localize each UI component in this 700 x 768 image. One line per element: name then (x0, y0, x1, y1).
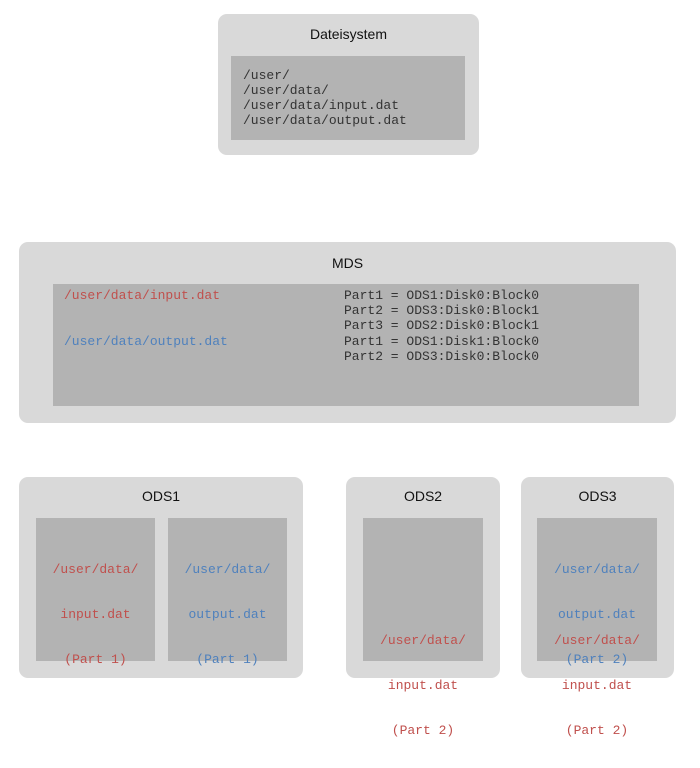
dateisystem-panel: Dateisystem /user/ /user/data/ /user/dat… (218, 14, 479, 155)
file-part: (Part 2) (565, 652, 629, 667)
file-part: (Part 2) (565, 723, 629, 738)
file-path: /user/data/ (380, 633, 466, 648)
ods3-panel: ODS3 /user/data/ output.dat (Part 2) /us… (521, 477, 674, 738)
file-path: /user/data/ (554, 633, 640, 648)
path-item: /user/data/ (243, 83, 329, 98)
mds-title: MDS (331, 255, 364, 271)
file-name: input.dat (561, 678, 633, 693)
ods2-panel: ODS2 /user/data/ input.dat (Part 2) (346, 477, 500, 738)
mds-part-entry: Part1 = ODS1:Disk1:Block0 (344, 334, 540, 349)
dateisystem-title: Dateisystem (309, 26, 388, 42)
file-name: input.dat (60, 607, 131, 622)
mds-panel: MDS /user/data/input.dat Part1 = ODS1:Di… (19, 242, 676, 423)
ods3-block0-file-label: /user/data/ output.dat (Part 2) (537, 532, 657, 697)
dateisystem-path-list: /user/ /user/data/ /user/data/input.dat … (231, 56, 465, 140)
ods1-panel: ODS1 /user/data/ input.dat (Part 1) /use… (19, 477, 303, 678)
ods3-title: ODS3 (578, 488, 617, 504)
ods2-disk0-file-label: /user/data/ input.dat (Part 2) (363, 603, 483, 768)
file-part: (Part 2) (391, 723, 455, 738)
file-path: /user/data/ (184, 562, 271, 577)
ods2-title: ODS2 (403, 488, 443, 504)
file-name: output.dat (188, 607, 267, 622)
ods1-title: ODS1 (141, 488, 181, 504)
file-part: (Part 1) (196, 652, 259, 667)
mds-metadata-table: /user/data/input.dat Part1 = ODS1:Disk0:… (53, 284, 639, 406)
mds-file-input: /user/data/input.dat (64, 288, 221, 303)
ods2-disk0: /user/data/ input.dat (Part 2) (363, 518, 483, 738)
mds-part-entry: Part2 = ODS3:Disk0:Block1 (344, 303, 540, 318)
ods1-disk0: /user/data/ input.dat (Part 1) (36, 518, 155, 667)
mds-part-entry: Part1 = ODS1:Disk0:Block0 (344, 288, 540, 303)
file-name: input.dat (387, 678, 459, 693)
file-path: /user/data/ (52, 562, 139, 577)
ods3-disk0: /user/data/ output.dat (Part 2) /user/da… (537, 518, 657, 738)
path-item: /user/data/input.dat (243, 98, 400, 113)
mds-file-output: /user/data/output.dat (64, 334, 228, 349)
mds-part-entry: Part2 = ODS3:Disk0:Block0 (344, 349, 540, 364)
ods1-disk1-file-label: /user/data/ output.dat (Part 1) (168, 532, 287, 697)
file-part: (Part 1) (64, 652, 127, 667)
mds-part-entry: Part3 = ODS2:Disk0:Block1 (344, 318, 540, 333)
file-name: output.dat (557, 607, 636, 622)
file-path: /user/data/ (554, 562, 640, 577)
path-item: /user/ (243, 68, 290, 83)
ods1-disk0-file-label: /user/data/ input.dat (Part 1) (36, 532, 155, 697)
ods3-block1-file-label: /user/data/ input.dat (Part 2) (537, 603, 657, 768)
path-item: /user/data/output.dat (243, 113, 407, 128)
ods1-disk1: /user/data/ output.dat (Part 1) (168, 518, 287, 667)
